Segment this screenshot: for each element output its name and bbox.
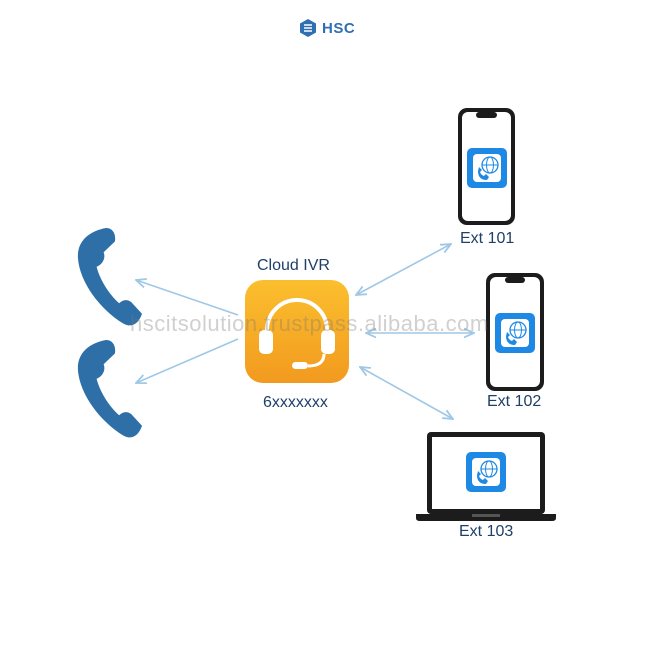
arrow-ext101 — [356, 244, 451, 295]
hsc-logo-icon — [300, 19, 316, 37]
headset-icon — [259, 298, 335, 369]
hub-title: Cloud IVR — [257, 257, 330, 274]
smartphone-ext102 — [486, 273, 544, 391]
cloud-ivr-tile — [245, 280, 349, 383]
voip-globe-phone-icon — [466, 147, 508, 189]
arrow-ext103 — [360, 367, 453, 419]
phone-handset-icon — [76, 337, 143, 441]
ext103-label: Ext 103 — [459, 523, 514, 540]
watermark: hscitsolution.trustpass.alibaba.com — [130, 311, 489, 336]
brand-logo-text: HSC — [322, 19, 356, 37]
voip-globe-phone-icon — [494, 312, 536, 354]
ext101-label: Ext 101 — [460, 230, 515, 247]
brand-logo: HSC — [298, 16, 358, 40]
hub-number: 6xxxxxxx — [263, 394, 328, 411]
laptop-ext103 — [416, 432, 556, 521]
arrow-caller1 — [136, 280, 239, 316]
voip-globe-phone-icon — [465, 451, 507, 493]
ext102-label: Ext 102 — [487, 393, 542, 410]
smartphone-ext101 — [458, 108, 515, 225]
arrow-caller2 — [136, 338, 239, 383]
